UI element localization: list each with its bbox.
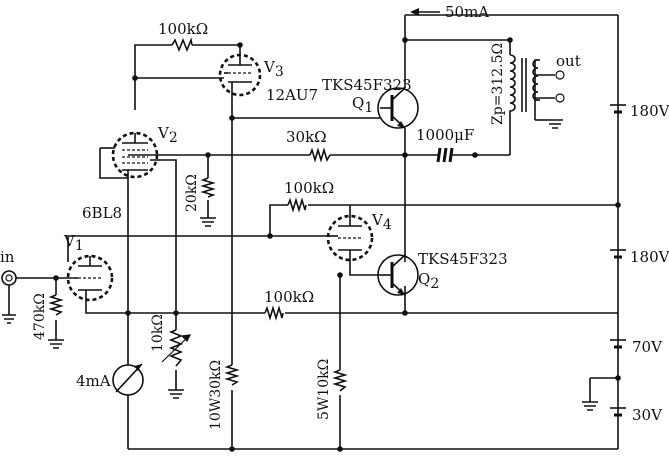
label-r-mid: 100kΩ <box>284 179 334 197</box>
label-r-top: 100kΩ <box>158 20 208 38</box>
label-q1: Q1 <box>352 94 373 116</box>
label-battery-2: 180V <box>630 248 669 266</box>
resistor-20k <box>200 177 216 198</box>
input-jack <box>1 270 17 315</box>
batteries <box>610 104 626 417</box>
label-out: out <box>556 52 581 70</box>
label-r-bottom: 100kΩ <box>264 288 314 306</box>
transistor-q2 <box>377 254 419 296</box>
junction-dots <box>53 37 621 452</box>
tube-v3 <box>218 53 262 98</box>
label-v2-type: 6BL8 <box>82 204 122 222</box>
label-in: in <box>0 248 15 266</box>
resistor-30k <box>309 147 331 163</box>
resistor-10w30k <box>224 364 240 386</box>
resistor-100k-bottom <box>264 305 284 321</box>
capacitor-1000uf <box>436 147 454 163</box>
label-r-30k: 30kΩ <box>286 128 327 146</box>
label-v1: V1 <box>63 232 84 254</box>
resistor-5w10k <box>332 369 348 392</box>
labels: 50mA 100kΩ V3 12AU7 TKS45F323 Q1 V2 30kΩ… <box>0 3 669 430</box>
current-arrow <box>410 8 440 16</box>
ammeter-4ma <box>112 363 144 396</box>
label-battery-1: 180V <box>630 102 669 120</box>
label-q2-type: TKS45F323 <box>418 250 508 268</box>
label-meter: 4mA <box>76 372 111 390</box>
current-label: 50mA <box>445 3 489 21</box>
label-pot-10k: 10kΩ <box>150 314 166 352</box>
label-v2: V2 <box>157 124 178 146</box>
tube-v1 <box>66 254 114 302</box>
output-transformer <box>509 54 565 113</box>
label-r-470k: 470kΩ <box>32 293 48 340</box>
resistor-100k-top <box>171 37 193 53</box>
label-battery-4: 30V <box>632 406 663 424</box>
tube-v4 <box>326 214 374 262</box>
label-cap: 1000μF <box>416 126 474 144</box>
resistor-100k-mid <box>287 197 307 213</box>
resistors <box>48 37 348 392</box>
label-r-10w30k: 10W30kΩ <box>208 360 224 430</box>
label-r-5w10k: 5W10kΩ <box>316 359 332 420</box>
label-battery-3: 70V <box>632 338 663 356</box>
label-v3: V3 <box>263 58 284 80</box>
label-q1-type: TKS45F323 <box>322 76 412 94</box>
label-r-20k: 20kΩ <box>184 174 200 212</box>
label-v3-type: 12AU7 <box>266 86 318 104</box>
tube-v2 <box>111 131 159 179</box>
grounds <box>2 119 598 411</box>
label-zp: Zp=312.5Ω <box>490 43 506 125</box>
resistor-470k <box>48 294 64 316</box>
label-q2: Q2 <box>418 270 439 292</box>
label-v4: V4 <box>371 211 392 233</box>
potentiometer-10k <box>168 329 184 367</box>
transistor-q1 <box>377 87 419 129</box>
